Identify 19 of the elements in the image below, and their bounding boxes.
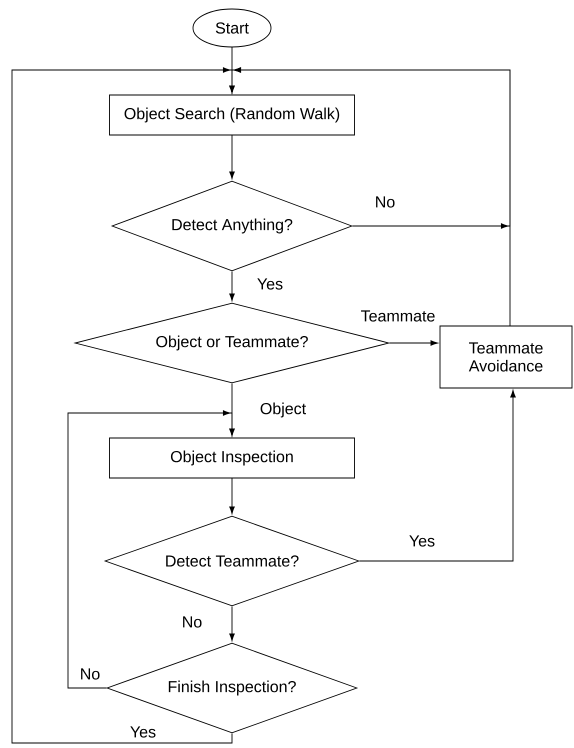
edge-label: No <box>374 195 396 209</box>
process-box: Object Search (Random Walk) <box>109 94 355 136</box>
arrow <box>68 410 235 688</box>
arrow <box>389 340 438 346</box>
edge-label: No <box>180 615 204 629</box>
arrow <box>229 271 235 301</box>
arrow <box>229 67 510 326</box>
arrow <box>229 606 235 641</box>
edge-label: No <box>78 667 102 681</box>
arrow <box>12 67 235 744</box>
arrow <box>229 478 235 514</box>
process-box: Teammate Avoidance <box>440 326 572 388</box>
edge-label: Yes <box>408 534 436 548</box>
start-oval: Start <box>192 8 272 48</box>
process-box: Object Inspection <box>109 438 355 478</box>
arrow <box>229 135 235 179</box>
edge-label: Object <box>258 402 308 418</box>
arrow <box>359 390 516 562</box>
edge-label: Yes <box>256 277 284 291</box>
